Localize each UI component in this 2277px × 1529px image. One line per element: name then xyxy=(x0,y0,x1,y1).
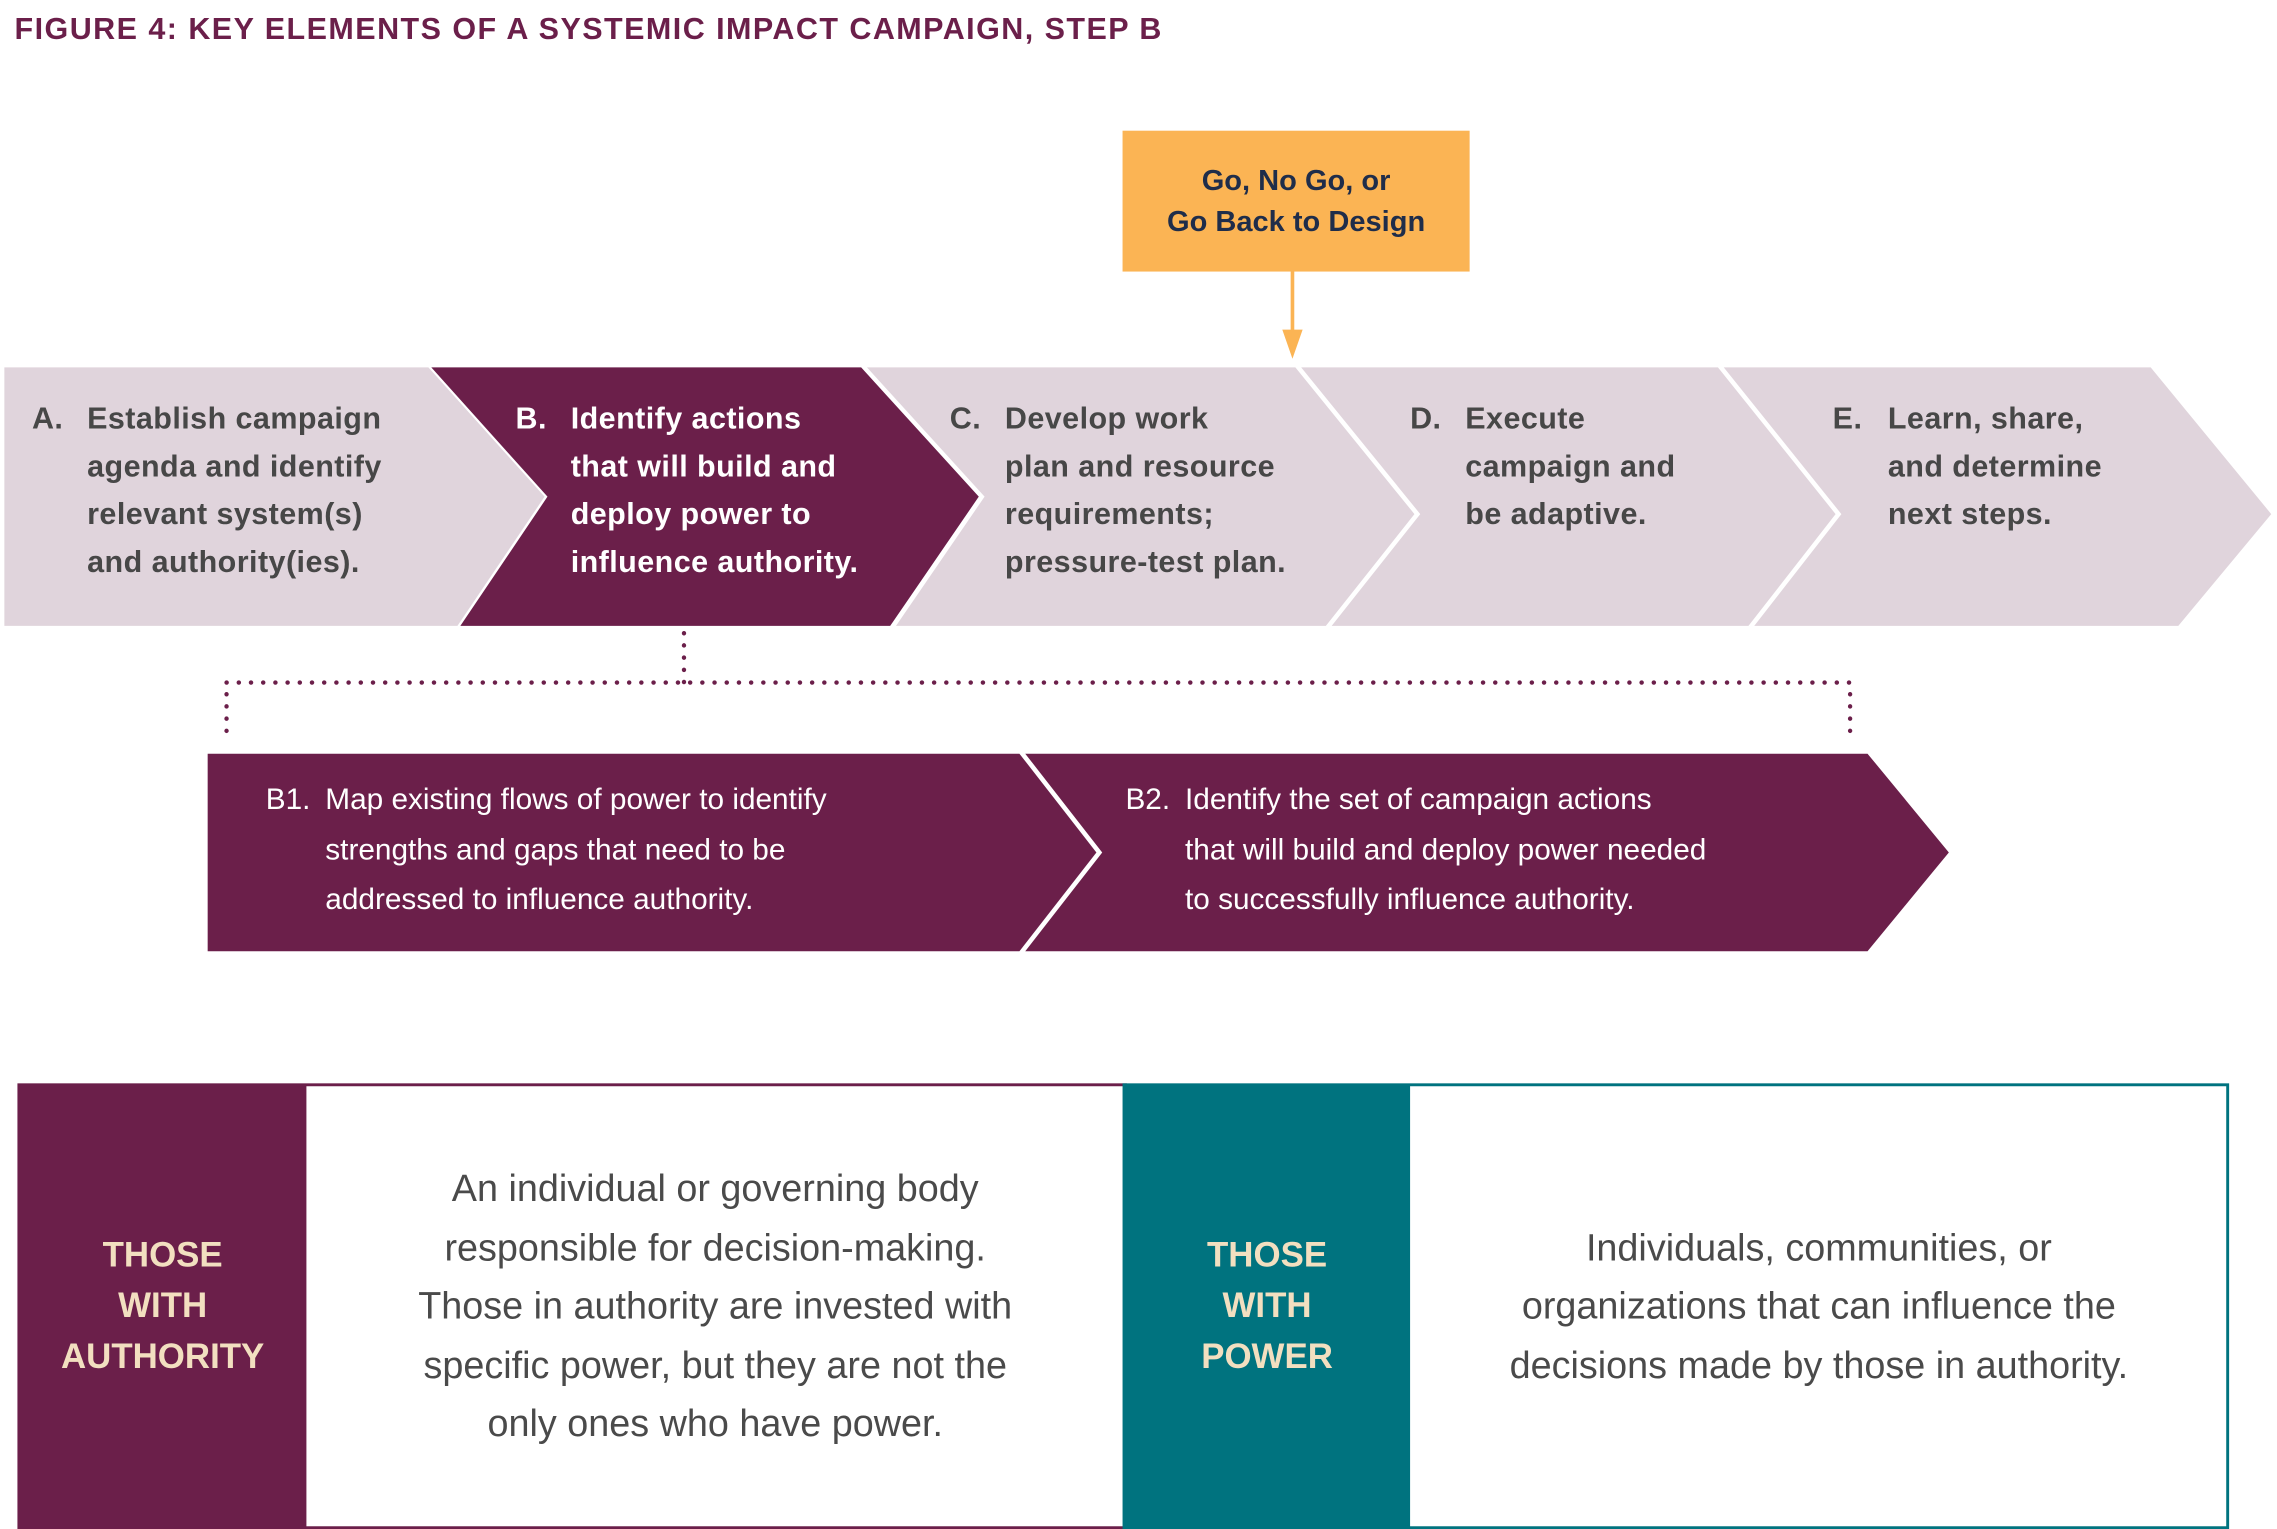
decision-arrow-head xyxy=(1282,329,1303,359)
label-line: WITH xyxy=(118,1286,208,1326)
definition-line: only ones who have power. xyxy=(487,1401,943,1446)
power-label-bg xyxy=(1124,1084,1411,1528)
power-definition: Individuals, communities, or organizatio… xyxy=(1410,1085,2228,1528)
substep-line: strengths and gaps that need to be xyxy=(325,832,786,867)
substep-b1-text: B1. Map existing flows of power to ident… xyxy=(266,775,827,925)
step-letter: E. xyxy=(1832,402,1863,436)
step-line: next steps. xyxy=(1887,498,2052,532)
step-line: Develop work xyxy=(1004,402,1209,436)
step-line: Learn, share, xyxy=(1887,402,2084,436)
step-e-text: E. Learn, share, and determine next step… xyxy=(1833,395,2102,539)
label-line: POWER xyxy=(1201,1337,1333,1377)
decision-box: Go, No Go, or Go Back to Design xyxy=(1122,130,1470,272)
power-label: THOSE WITH POWER xyxy=(1124,1085,1410,1528)
chevron-step-b xyxy=(431,367,979,626)
substep-line: to successfully influence authority. xyxy=(1184,882,1635,917)
step-line: campaign and xyxy=(1465,450,1676,484)
label-line: WITH xyxy=(1222,1286,1312,1326)
substep-b2-text: B2. Identify the set of campaign actions… xyxy=(1125,775,1706,925)
step-line: and authority(ies). xyxy=(87,546,360,580)
step-line: pressure-test plan. xyxy=(1004,546,1287,580)
definition-line: An individual or governing body xyxy=(451,1166,979,1211)
label-line: THOSE xyxy=(1207,1235,1328,1276)
chevron-step-a xyxy=(4,367,545,626)
step-line: that will build and xyxy=(570,450,837,484)
definition-line: Individuals, communities, or xyxy=(1585,1225,2052,1269)
step-letter: C. xyxy=(949,402,982,436)
definition-line: decisions made by those in authority. xyxy=(1509,1342,2129,1387)
dotted-connector xyxy=(224,630,1853,736)
step-line: Execute xyxy=(1465,402,1586,436)
label-line: THOSE xyxy=(102,1235,223,1276)
step-line: plan and resource xyxy=(1004,450,1276,484)
chevron-substep-b1 xyxy=(207,753,1097,952)
authority-label-bg xyxy=(18,1084,307,1528)
step-line: requirements; xyxy=(1004,498,1214,532)
label-line: AUTHORITY xyxy=(60,1337,265,1377)
authority-definition: An individual or governing body responsi… xyxy=(306,1085,1124,1528)
substep-line: Map existing flows of power to identify xyxy=(325,782,827,817)
substep-letter: B1. xyxy=(265,782,311,817)
substep-line: that will build and deploy power needed xyxy=(1184,832,1707,867)
step-letter: B. xyxy=(515,402,547,436)
decision-line-2: Go Back to Design xyxy=(1166,205,1426,238)
substep-letter: B2. xyxy=(1125,782,1171,817)
step-c-text: C. Develop work plan and resource requir… xyxy=(950,395,1286,587)
decision-line-1: Go, No Go, or xyxy=(1201,164,1391,197)
definition-line: responsible for decision-making. xyxy=(444,1225,986,1269)
definition-line: specific power, but they are not the xyxy=(423,1342,1007,1387)
chevron-substep-b2 xyxy=(1025,753,1949,952)
step-line: relevant system(s) xyxy=(87,498,363,532)
step-line: influence authority. xyxy=(570,546,859,580)
definition-line: organizations that can influence the xyxy=(1521,1284,2116,1328)
figure-title: FIGURE 4: KEY ELEMENTS OF A SYSTEMIC IMP… xyxy=(14,13,1163,47)
definition-line: Those in authority are invested with xyxy=(418,1284,1013,1328)
step-a-text: A. Establish campaign agenda and identif… xyxy=(32,395,382,587)
substep-line: addressed to influence authority. xyxy=(325,882,754,917)
step-line: agenda and identify xyxy=(87,450,382,484)
step-line: be adaptive. xyxy=(1465,498,1647,532)
substep-line: Identify the set of campaign actions xyxy=(1184,782,1652,817)
step-line: and determine xyxy=(1887,450,2102,484)
step-letter: A. xyxy=(31,402,64,436)
step-letter: D. xyxy=(1410,402,1442,436)
chevron-step-d xyxy=(1301,367,1836,626)
step-b-text: B. Identify actions that will build and … xyxy=(516,395,859,587)
step-line: deploy power to xyxy=(570,498,812,532)
authority-label: THOSE WITH AUTHORITY xyxy=(19,1085,307,1528)
chevron-step-e xyxy=(1723,367,2272,626)
step-line: Establish campaign xyxy=(87,402,382,436)
chevron-step-c xyxy=(866,367,1415,626)
step-line: Identify actions xyxy=(570,402,802,436)
step-d-text: D. Execute campaign and be adaptive. xyxy=(1410,395,1675,539)
